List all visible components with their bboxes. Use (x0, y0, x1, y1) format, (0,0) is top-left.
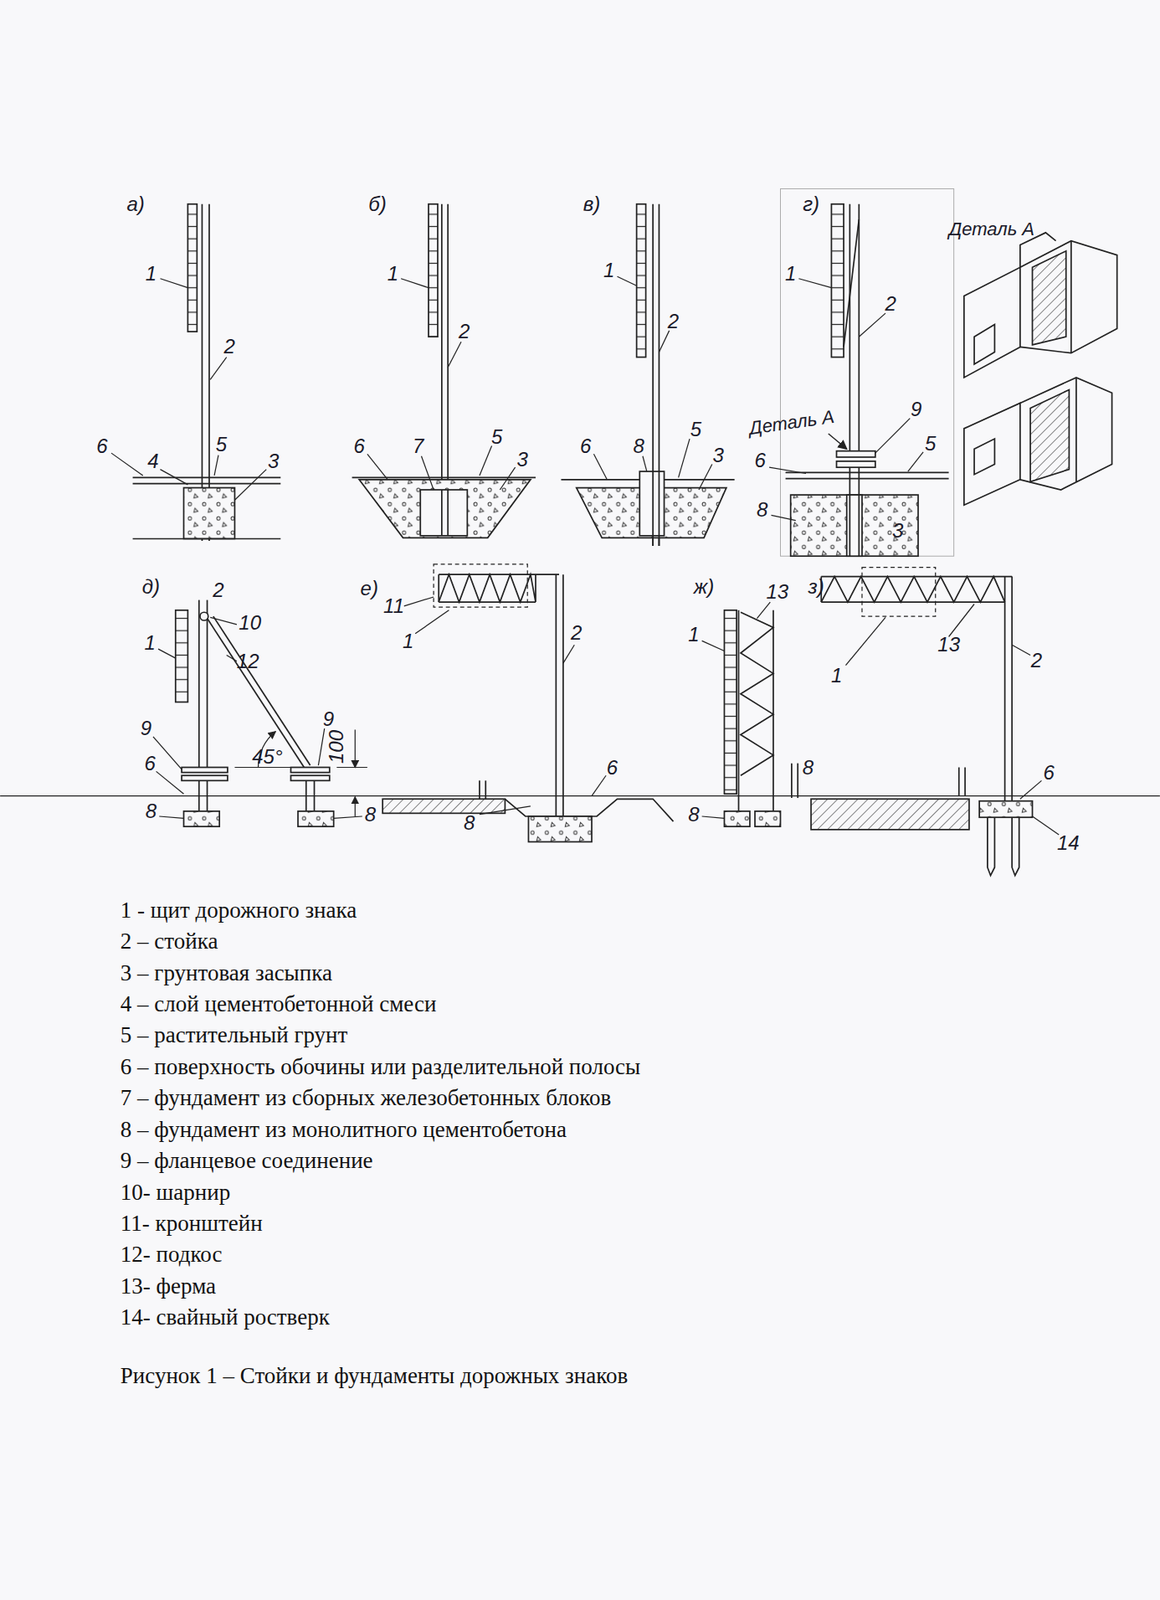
callout-number: 2 (882, 292, 898, 315)
callout-number: 6 (351, 434, 366, 457)
legend-line: 4 – слой цементобетонной смеси (120, 991, 437, 1017)
subfigure-letter: е) (359, 577, 380, 600)
callout-number: 2 (1029, 648, 1044, 671)
callout-number: 8 (800, 755, 816, 778)
callout-number: 12 (235, 650, 262, 673)
detail-label: Деталь А (746, 405, 838, 439)
callout-number: 8 (363, 803, 378, 826)
legend-line: 9 – фланцевое соединение (120, 1148, 374, 1174)
callout-number: 3 (514, 447, 529, 470)
legend-line: 3 – грунтовая засыпка (120, 960, 333, 986)
callout-number: 1 (829, 664, 844, 687)
subfigure-letter: а) (124, 193, 146, 216)
callout-number: 6 (752, 449, 767, 472)
callout-number: 3 (710, 443, 725, 466)
callout-number: 6 (605, 755, 620, 778)
callout-number: 4 (145, 450, 160, 473)
callout-number: 6 (1041, 761, 1056, 784)
callout-number: 2 (210, 578, 226, 601)
figure-caption: Рисунок 1 – Стойки и фундаменты дорожных… (120, 1363, 628, 1389)
callout-number: 2 (222, 335, 237, 358)
callout-number: 2 (569, 621, 584, 644)
callout-number: 10 (236, 610, 263, 633)
callout-number: 8 (143, 800, 159, 822)
callout-number: 8 (631, 434, 646, 457)
callout-number: 3 (266, 450, 281, 473)
callout-number: 7 (410, 434, 426, 457)
callout-number: 11 (381, 595, 406, 617)
legend-line: 10- шарнир (120, 1180, 231, 1206)
subfigure-letter: в) (581, 193, 603, 216)
subfigure-letter: г) (800, 193, 822, 216)
callout-number: 14 (1055, 831, 1082, 854)
callout-number: 5 (923, 432, 938, 455)
callout-number: 9 (908, 398, 924, 421)
legend-line: 12- подкос (120, 1242, 223, 1268)
callout-number: 9 (321, 708, 336, 730)
callout-number: 1 (400, 629, 416, 652)
callout-number: 13 (935, 633, 962, 656)
legend-line: 2 – стойка (120, 929, 219, 955)
callout-number: 9 (138, 717, 154, 740)
callout-number: 2 (666, 310, 681, 333)
callout-number: 5 (688, 418, 704, 441)
callout-number: 1 (143, 631, 158, 654)
legend-line: 7 – фундамент из сборных железобетонных … (120, 1085, 612, 1111)
subfigure-letter: д) (140, 575, 162, 598)
callout-number: 1 (143, 261, 159, 284)
legend-line: 14- свайный ростверк (120, 1304, 330, 1330)
callout-number: 5 (489, 426, 504, 448)
legend-line: 6 – поверхность обочины или разделительн… (120, 1054, 641, 1080)
subfigure-letter: з) (806, 575, 827, 598)
legend-line: 5 – растительный грунт (120, 1022, 349, 1048)
subfigure-letter: б) (366, 193, 389, 216)
legend-line: 11- кронштейн (120, 1211, 263, 1237)
callout-number: 6 (143, 752, 158, 775)
callout-number: 1 (385, 261, 401, 284)
callout-number: 3 (890, 519, 905, 542)
detail-label: Деталь А (947, 219, 1037, 240)
callout-number: 5 (214, 433, 229, 456)
callout-number: 8 (461, 810, 477, 833)
callout-number: 1 (783, 261, 798, 284)
callout-number: 8 (754, 498, 770, 521)
dimension: 45° (250, 745, 284, 768)
callout-number: 1 (601, 259, 616, 282)
callout-number: 8 (686, 803, 701, 826)
callout-number: 2 (456, 320, 472, 343)
callout-number: 6 (578, 434, 593, 457)
callout-number: 1 (686, 623, 701, 646)
callout-number: 6 (94, 434, 109, 457)
dimension: 100 (325, 728, 348, 765)
callout-number: 13 (764, 580, 791, 603)
legend-line: 13- ферма (120, 1273, 216, 1299)
legend-line: 1 - щит дорожного знака (120, 898, 357, 924)
legend-line: 8 – фундамент из монолитного цементобето… (120, 1117, 567, 1143)
subfigure-letter: ж) (692, 575, 717, 598)
